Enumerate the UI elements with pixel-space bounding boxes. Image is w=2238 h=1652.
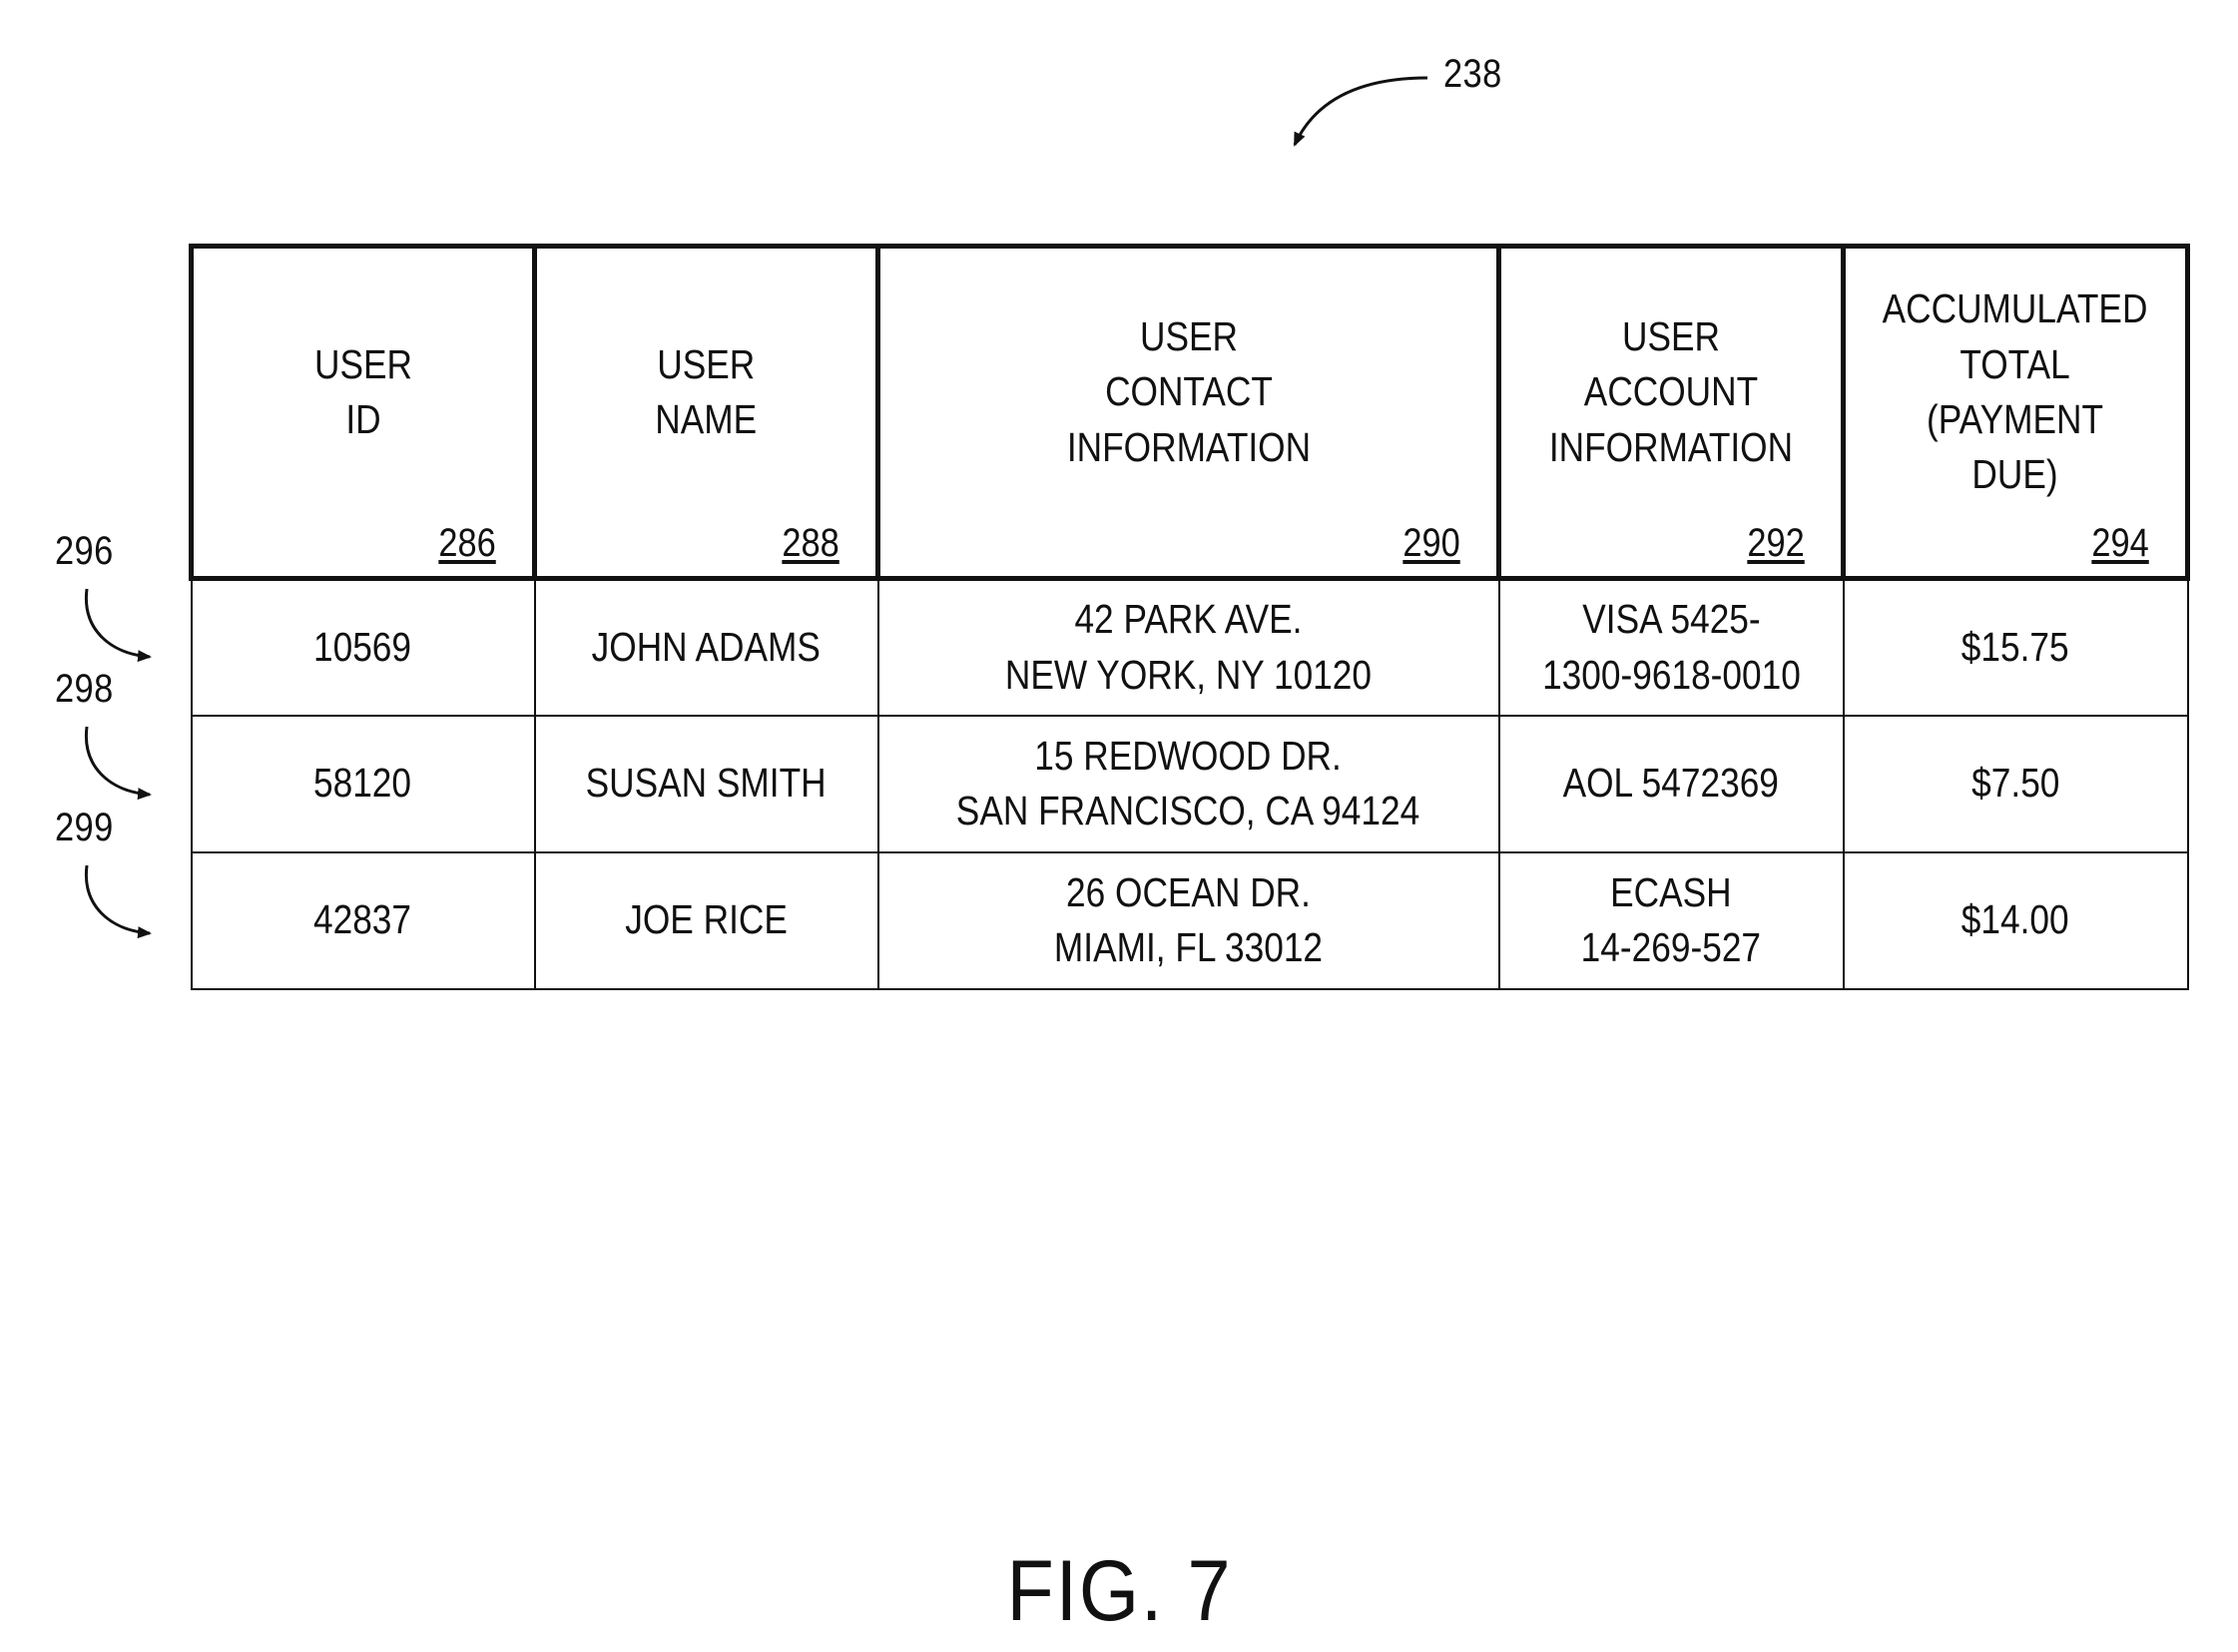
table-cell: 26 OCEAN DR. MIAMI, FL 33012: [878, 852, 1499, 989]
column-header-user-account-information: USER ACCOUNT INFORMATION292: [1499, 247, 1844, 579]
table-cell: JOHN ADAMS: [535, 579, 878, 716]
table-cell: 42837: [192, 852, 535, 989]
table-cell: ECASH 14-269-527: [1499, 852, 1844, 989]
row-ref-arrow-1: [86, 727, 150, 795]
table-cell: 58120: [192, 716, 535, 852]
row-ref-arrow-0: [86, 589, 150, 657]
row-reference-number: 296: [55, 529, 114, 574]
column-header-user-id: USER ID286: [192, 247, 535, 579]
column-reference-number: 290: [1403, 516, 1460, 570]
table-header-row: USER ID286 USER NAME288 USER CONTACT INF…: [192, 247, 2188, 579]
table-row: 58120 SUSAN SMITH 15 REDWOOD DR. SAN FRA…: [192, 716, 2188, 852]
row-reference-number: 299: [55, 806, 114, 850]
table-cell: $7.50: [1844, 716, 2188, 852]
figure-caption: FIG. 7: [0, 1542, 2238, 1641]
table-cell: JOE RICE: [535, 852, 878, 989]
row-ref-arrow-2: [86, 865, 150, 933]
table-cell: AOL 5472369: [1499, 716, 1844, 852]
table-cell: 10569: [192, 579, 535, 716]
column-header-accumulated-total: ACCUMULATED TOTAL (PAYMENT DUE)294: [1844, 247, 2188, 579]
column-reference-number: 294: [2092, 516, 2149, 570]
figure-reference-number: 238: [1443, 52, 1502, 97]
column-header-user-contact-information: USER CONTACT INFORMATION290: [878, 247, 1499, 579]
table-cell: SUSAN SMITH: [535, 716, 878, 852]
column-reference-number: 292: [1748, 516, 1805, 570]
column-header-user-name: USER NAME288: [535, 247, 878, 579]
table-cell: 15 REDWOOD DR. SAN FRANCISCO, CA 94124: [878, 716, 1499, 852]
table-cell: VISA 5425- 1300-9618-0010: [1499, 579, 1844, 716]
user-records-table: USER ID286 USER NAME288 USER CONTACT INF…: [189, 244, 2190, 990]
column-reference-number: 288: [783, 516, 839, 570]
table-row: 42837 JOE RICE 26 OCEAN DR. MIAMI, FL 33…: [192, 852, 2188, 989]
table-row: 10569 JOHN ADAMS 42 PARK AVE. NEW YORK, …: [192, 579, 2188, 716]
column-reference-number: 286: [439, 516, 496, 570]
row-reference-number: 298: [55, 667, 114, 712]
table-cell: $15.75: [1844, 579, 2188, 716]
table-cell: 42 PARK AVE. NEW YORK, NY 10120: [878, 579, 1499, 716]
table-cell: $14.00: [1844, 852, 2188, 989]
figure-ref-arrow: [1295, 78, 1427, 145]
